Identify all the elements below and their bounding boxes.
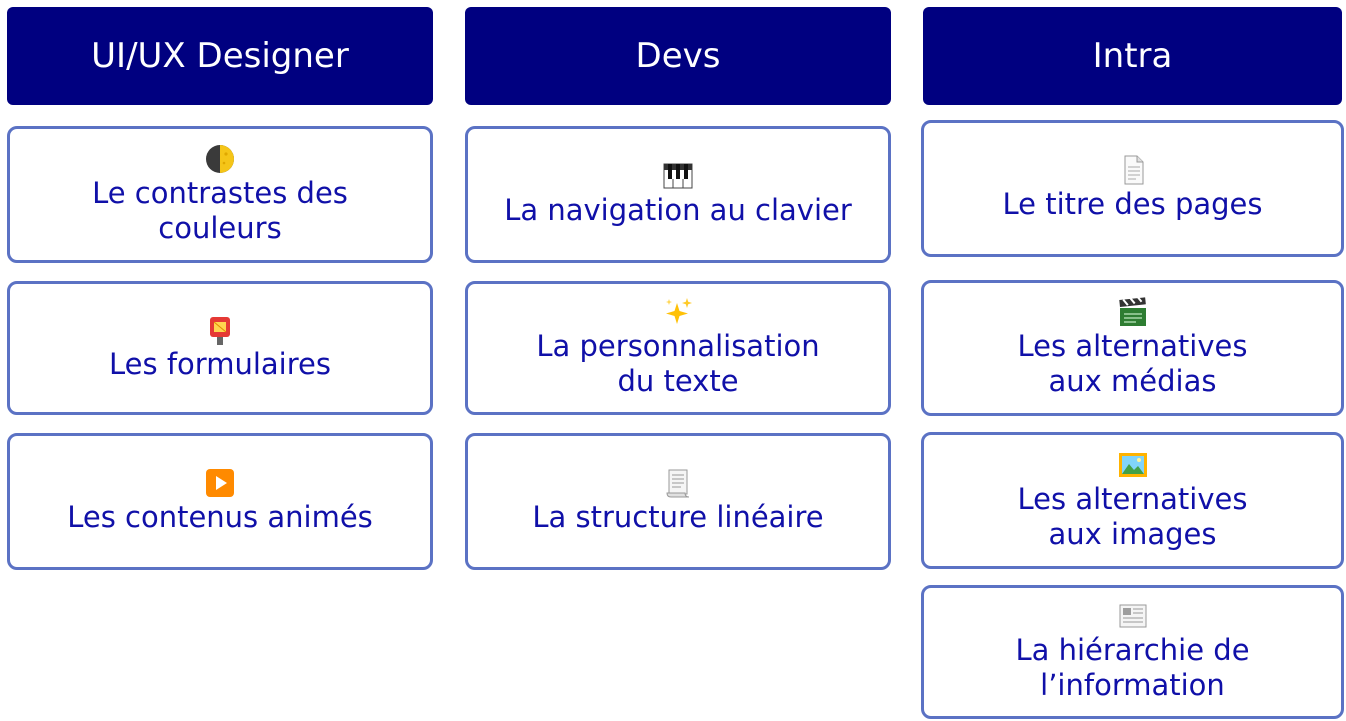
card-label: Le contrastes des couleurs [92, 175, 348, 245]
column-header-devs: Devs [465, 7, 891, 105]
card-forms[interactable]: Les formulaires [7, 281, 433, 415]
card-label: La navigation au clavier [504, 193, 852, 228]
card-animated-content[interactable]: Les contenus animés [7, 433, 433, 570]
play-button-icon [205, 468, 235, 498]
postbox-icon [205, 315, 235, 345]
card-page-title[interactable]: Le titre des pages [921, 120, 1344, 257]
column-header-intra: Intra [923, 7, 1342, 105]
clapperboard-icon [1118, 297, 1148, 327]
half-moon-icon [205, 144, 235, 174]
card-label: Les contenus animés [67, 500, 373, 535]
piano-keys-icon [663, 161, 693, 191]
card-label: Le titre des pages [1002, 187, 1263, 222]
card-keyboard-navigation[interactable]: La navigation au clavier [465, 126, 891, 263]
scroll-page-icon [663, 468, 693, 498]
card-label: Les alternatives aux médias [1017, 329, 1248, 398]
card-label: Les formulaires [109, 346, 331, 381]
framed-picture-icon [1118, 450, 1148, 480]
card-label: La personnalisation du texte [536, 329, 820, 398]
newspaper-icon [1118, 601, 1148, 631]
card-label: Les alternatives aux images [1017, 481, 1248, 551]
page-icon [1118, 155, 1148, 185]
card-media-alternatives[interactable]: Les alternatives aux médias [921, 280, 1344, 416]
column-header-ui-ux: UI/UX Designer [7, 7, 433, 105]
card-image-alternatives[interactable]: Les alternatives aux images [921, 432, 1344, 569]
sparkles-icon [663, 297, 693, 327]
card-color-contrast[interactable]: Le contrastes des couleurs [7, 126, 433, 263]
card-label: La structure linéaire [532, 500, 824, 535]
card-information-hierarchy[interactable]: La hiérarchie de l’information [921, 585, 1344, 719]
card-text-customization[interactable]: La personnalisation du texte [465, 281, 891, 415]
card-linear-structure[interactable]: La structure linéaire [465, 433, 891, 570]
card-label: La hiérarchie de l’information [1015, 633, 1250, 702]
